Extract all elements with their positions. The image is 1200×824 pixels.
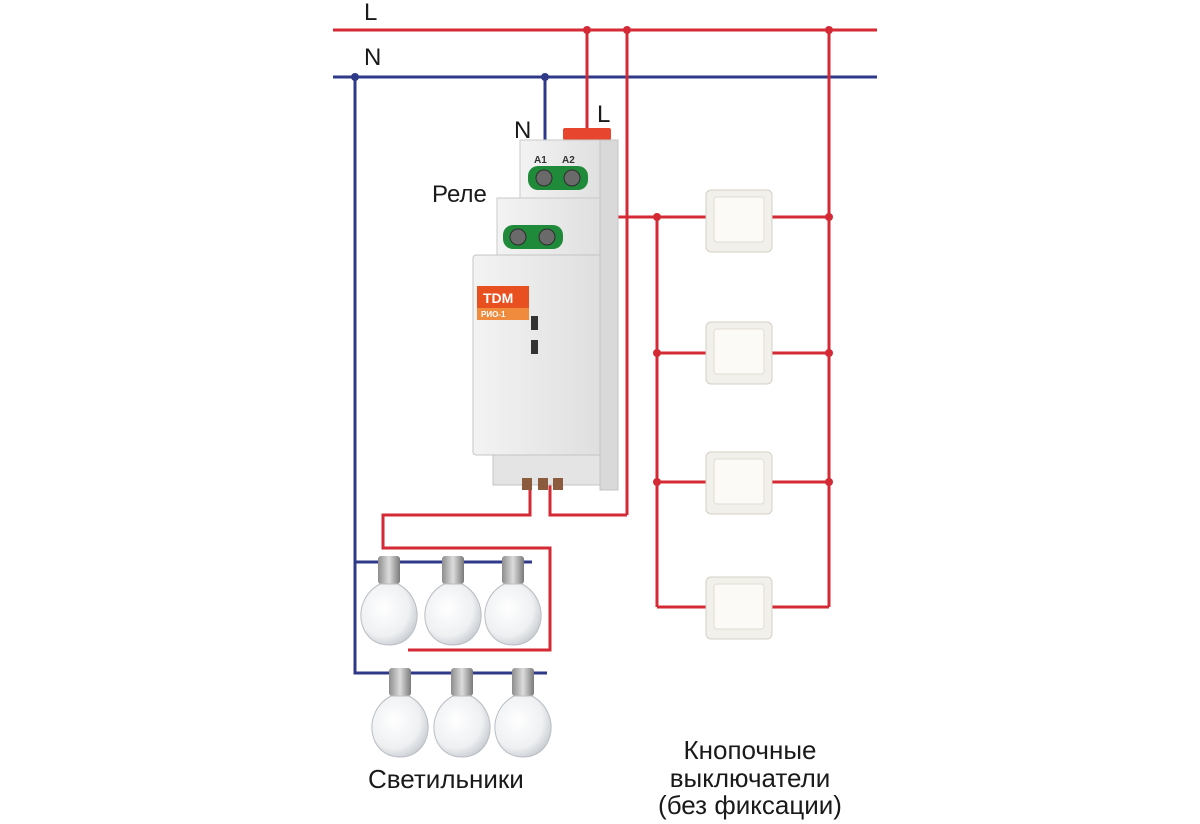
relay-model-text: РИО-1 [481,310,506,319]
neutral-line-label: N [364,44,381,71]
neutral-junction [351,73,359,81]
light-bulb [433,668,491,758]
push-button-switch [705,189,773,253]
phase-wiring [381,30,831,652]
light-bulb [360,556,418,646]
switches-caption-line-2: выключатели [670,763,831,793]
lamps-caption: Светильники [368,764,524,794]
push-button-switch [705,576,773,640]
push-button-switch [705,321,773,385]
push-button-switch [705,451,773,515]
terminal-a2-label: A2 [562,155,575,166]
terminal-a1-label: A1 [534,155,547,166]
phase-line-label: L [364,0,377,26]
relay-brand-text: TDM [483,290,513,306]
relay-terminal-n-label: N [514,117,531,144]
light-bulb [371,668,429,758]
switches-caption-line-3: (без фиксации) [658,790,842,820]
light-bulb [424,556,482,646]
light-bulb [494,668,552,758]
neutral-junction [541,73,549,81]
switches-caption-line-1: Кнопочные [684,735,817,765]
relay-caption: Реле [432,181,487,208]
brand-plate [477,286,529,308]
light-bulb [484,556,542,646]
relay-module [472,128,619,491]
relay-terminal-l-label: L [597,101,610,128]
phase-junctions [583,26,833,486]
